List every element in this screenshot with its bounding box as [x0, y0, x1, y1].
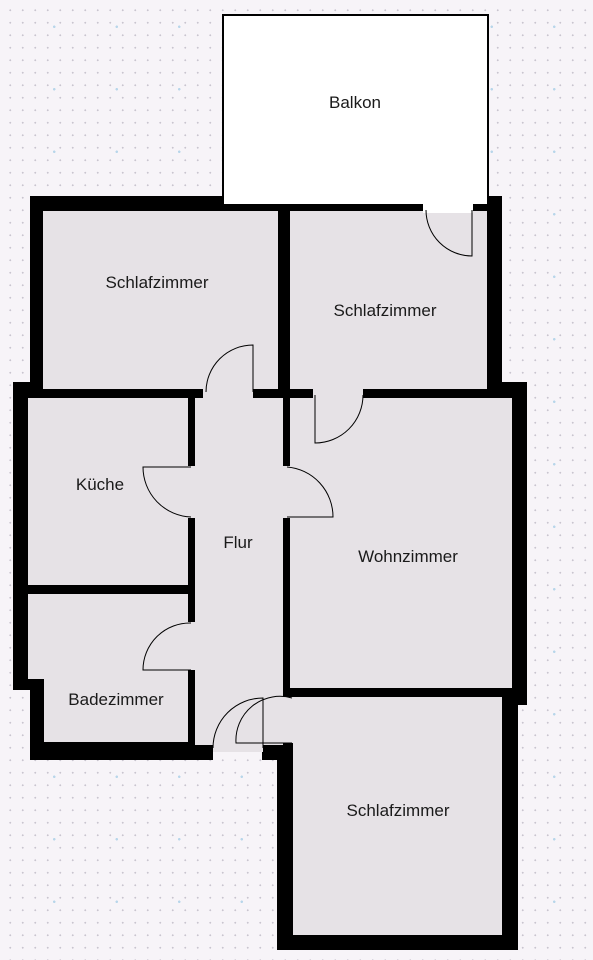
label-kueche: Küche	[76, 475, 124, 494]
label-badezimmer: Badezimmer	[68, 690, 164, 709]
door-schlafzimmer-top-left	[205, 344, 254, 393]
door-entrance	[212, 697, 264, 749]
door-badezimmer	[142, 622, 192, 671]
room-floor-schlafzimmer-top-right[interactable]	[290, 211, 487, 389]
room-floor-badezimmer-wide	[28, 594, 188, 679]
room-floor-schlafzimmer-bottom[interactable]	[293, 697, 502, 935]
label-flur: Flur	[223, 533, 253, 552]
room-floor-wohnzimmer[interactable]	[290, 398, 512, 688]
door-kueche	[142, 466, 192, 518]
label-wohnzimmer: Wohnzimmer	[358, 547, 458, 566]
door-schlafzimmer-bottom	[235, 695, 293, 744]
room-floor-flur[interactable]	[195, 396, 283, 745]
room-floor-schlafzimmer-top-left[interactable]	[43, 211, 278, 389]
label-schlafzimmer-bottom: Schlafzimmer	[347, 801, 450, 820]
room-floor-kueche[interactable]	[28, 398, 188, 585]
balcony-door-opening	[423, 203, 473, 213]
door-schlafzimmer-top-right	[314, 394, 364, 444]
label-schlafzimmer-top-right: Schlafzimmer	[334, 301, 437, 320]
door-wohnzimmer	[286, 466, 334, 518]
label-balkon: Balkon	[329, 93, 381, 112]
door-swings[interactable]	[142, 209, 473, 749]
door-balcony	[425, 209, 473, 257]
door-openings	[186, 389, 363, 752]
balcony-area[interactable]	[222, 14, 489, 206]
label-schlafzimmer-top-left: Schlafzimmer	[106, 273, 209, 292]
interior-walls	[28, 205, 518, 745]
